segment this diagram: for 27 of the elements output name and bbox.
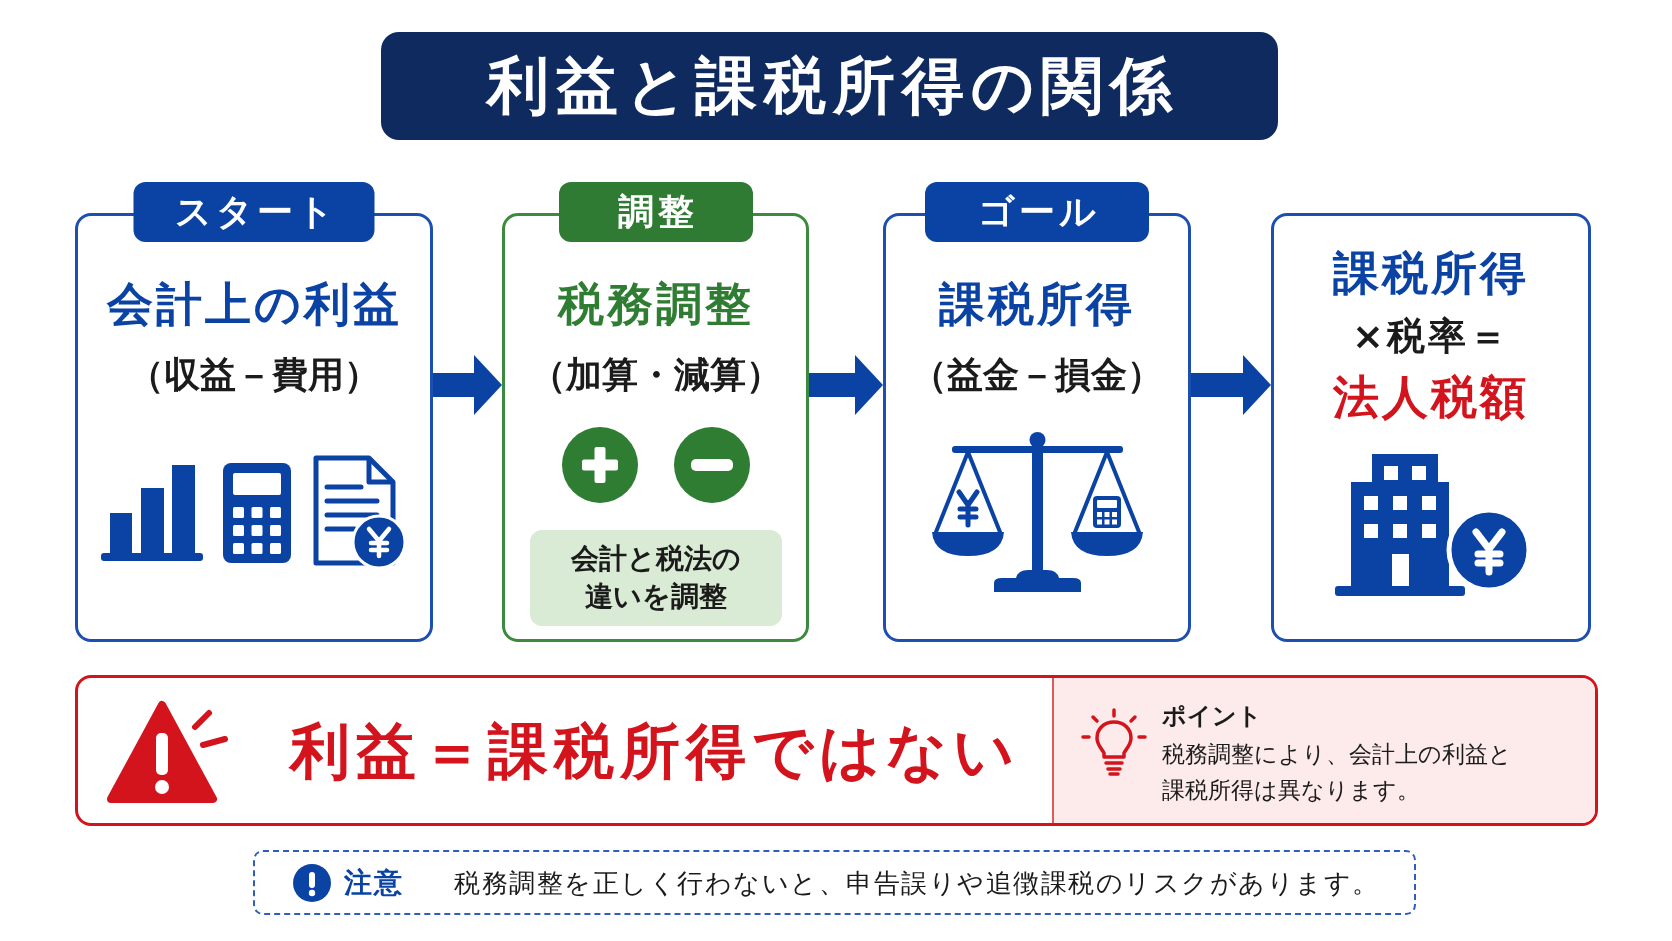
title-banner: 利益と課税所得の関係 xyxy=(381,32,1278,140)
card-heading: 課税所得 xyxy=(1333,245,1529,302)
point-title: ポイント xyxy=(1162,701,1262,732)
arrow xyxy=(433,355,502,415)
note-panel xyxy=(530,530,782,626)
card-subtitle: （加算・減算） xyxy=(529,353,782,397)
caution-note xyxy=(253,850,1416,915)
warning-banner xyxy=(75,675,1598,826)
result-text: 法人税額 xyxy=(1333,369,1529,426)
card-heading: 税務調整 xyxy=(557,276,754,333)
step-label: 調整 xyxy=(558,182,753,242)
card-heading: 会計上の利益 xyxy=(106,276,402,333)
caution-label: 注意 xyxy=(344,864,404,901)
arrow xyxy=(809,355,883,415)
step-label: ゴール xyxy=(925,182,1149,242)
point-text: 税務調整により、会計上の利益と課税所得は異なります。 xyxy=(1162,740,1513,805)
arrow xyxy=(1191,355,1271,415)
caution-text: 税務調整を正しく行わないと、申告誤りや追徴課税のリスクがあります。 xyxy=(454,866,1380,900)
warning-headline: 利益＝課税所得ではない xyxy=(290,714,1020,787)
formula-text: ×税率＝ xyxy=(1352,313,1510,360)
point-panel xyxy=(1052,678,1595,823)
card-subtitle: （収益－費用） xyxy=(128,353,380,397)
card-subtitle: （益金－損金） xyxy=(911,353,1163,397)
process-card xyxy=(1271,213,1591,642)
step-label: スタート xyxy=(133,182,375,242)
note-text: 会計と税法の違いを調整 xyxy=(570,541,742,615)
card-heading: 課税所得 xyxy=(939,276,1135,333)
